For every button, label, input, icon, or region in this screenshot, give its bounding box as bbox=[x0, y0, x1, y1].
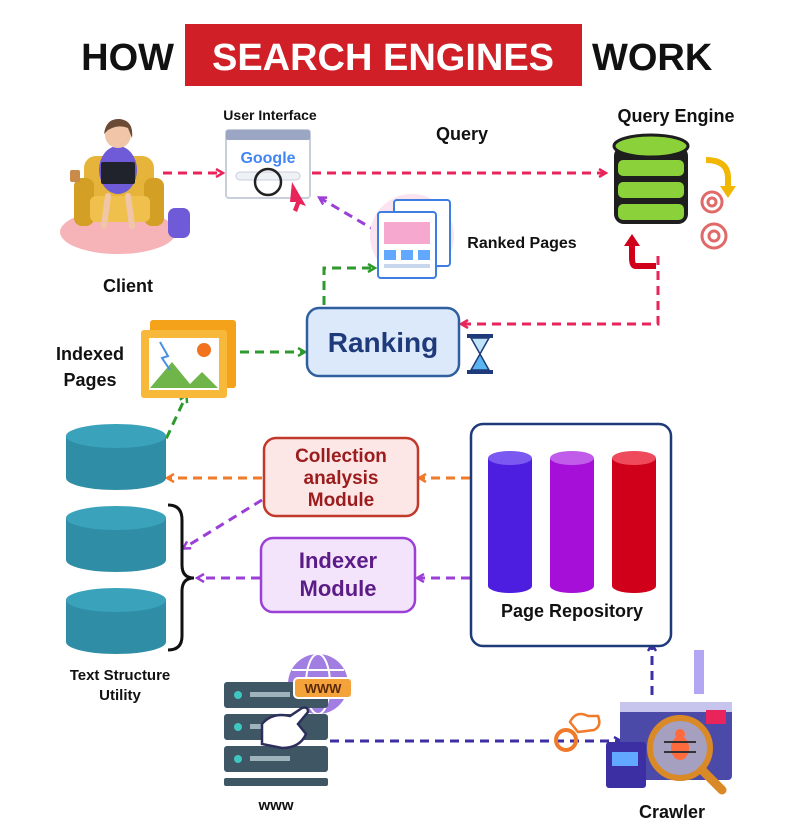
title: HOW SEARCH ENGINES WORK bbox=[81, 24, 713, 86]
query-label: Query bbox=[436, 124, 488, 144]
collection-label-line1: Collection bbox=[295, 446, 387, 467]
ranked-pages-icon bbox=[370, 194, 454, 279]
bug-icon bbox=[664, 729, 696, 760]
collection-label-line3: Module bbox=[308, 490, 375, 511]
indexed-pages-image-icon bbox=[141, 320, 236, 398]
cup-icon bbox=[70, 170, 80, 182]
person-hair bbox=[104, 118, 133, 138]
arrow-db-to-indexed bbox=[158, 396, 186, 453]
backpack-icon bbox=[168, 208, 190, 238]
query-engine-label: Query Engine bbox=[617, 106, 734, 126]
browser-window-icon: Google bbox=[225, 129, 311, 212]
arrow-ranked-to-ui bbox=[320, 198, 379, 234]
www-sign-text: WWW bbox=[305, 681, 343, 696]
google-logo: Google bbox=[240, 150, 295, 167]
indexer-module-box bbox=[259, 536, 417, 614]
arrow-collection-to-text bbox=[184, 498, 263, 548]
curly-brace bbox=[167, 503, 195, 652]
arrow-engine-to-ranking bbox=[462, 256, 660, 324]
client-illustration bbox=[60, 118, 190, 254]
arrow-ranking-to-ranked bbox=[322, 268, 374, 305]
indexer-label-line2: Module bbox=[300, 576, 377, 601]
title-highlight-box bbox=[185, 24, 582, 86]
armchair-seat bbox=[90, 196, 150, 222]
repo-bar-red bbox=[612, 451, 656, 593]
repo-bar-purple bbox=[550, 451, 594, 593]
laptop-icon bbox=[101, 162, 135, 184]
collection-module-box bbox=[262, 436, 420, 518]
ranking-box bbox=[305, 306, 461, 378]
title-work: WORK bbox=[592, 37, 713, 79]
www-sign-badge: WWW bbox=[293, 677, 353, 699]
query-engine-database-icon bbox=[612, 133, 690, 224]
person-legs bbox=[101, 193, 135, 229]
indexed-pages-label-line2: Pages bbox=[63, 370, 116, 390]
database-cylinder-top bbox=[66, 424, 166, 490]
database-cylinder-bottom bbox=[66, 588, 166, 654]
collection-label-line2: analysis bbox=[304, 468, 379, 489]
arrows bbox=[158, 173, 660, 741]
title-how: HOW bbox=[81, 37, 174, 79]
ranked-pages-label: Ranked Pages bbox=[467, 235, 576, 252]
indexed-pages-label-line1: Indexed bbox=[56, 344, 124, 364]
page-repository-label: Page Repository bbox=[501, 601, 643, 621]
repo-bar-blue bbox=[488, 451, 532, 593]
ranking-label: Ranking bbox=[328, 327, 438, 358]
search-bar bbox=[235, 171, 301, 181]
person-head bbox=[105, 122, 131, 148]
refresh-arrow-yellow-icon bbox=[705, 157, 731, 188]
cursor-arrow-icon bbox=[290, 182, 306, 212]
text-structure-label-line1: Text Structure bbox=[70, 667, 171, 684]
hourglass-icon bbox=[467, 334, 493, 374]
user-interface-label: User Interface bbox=[223, 107, 317, 123]
text-structure-label-line2: Utility bbox=[99, 687, 141, 704]
magnifier-icon bbox=[253, 167, 283, 197]
crawler-illustration bbox=[554, 650, 732, 795]
refresh-arrowhead-yellow bbox=[720, 186, 736, 198]
pointing-hand-icon bbox=[260, 706, 310, 750]
armchair-left-arm bbox=[74, 178, 94, 226]
refresh-arrowhead-red bbox=[624, 234, 640, 246]
indexer-label-line1: Indexer bbox=[299, 548, 378, 573]
hand-with-ring-icon bbox=[554, 712, 601, 752]
refresh-arrow-red-icon bbox=[629, 244, 656, 269]
crawler-label: Crawler bbox=[639, 802, 705, 822]
gear-icon bbox=[700, 190, 728, 250]
www-label: www bbox=[257, 797, 293, 814]
title-search-engines: SEARCH ENGINES bbox=[212, 37, 554, 79]
client-label: Client bbox=[103, 276, 153, 296]
database-cylinder-middle bbox=[66, 506, 166, 572]
